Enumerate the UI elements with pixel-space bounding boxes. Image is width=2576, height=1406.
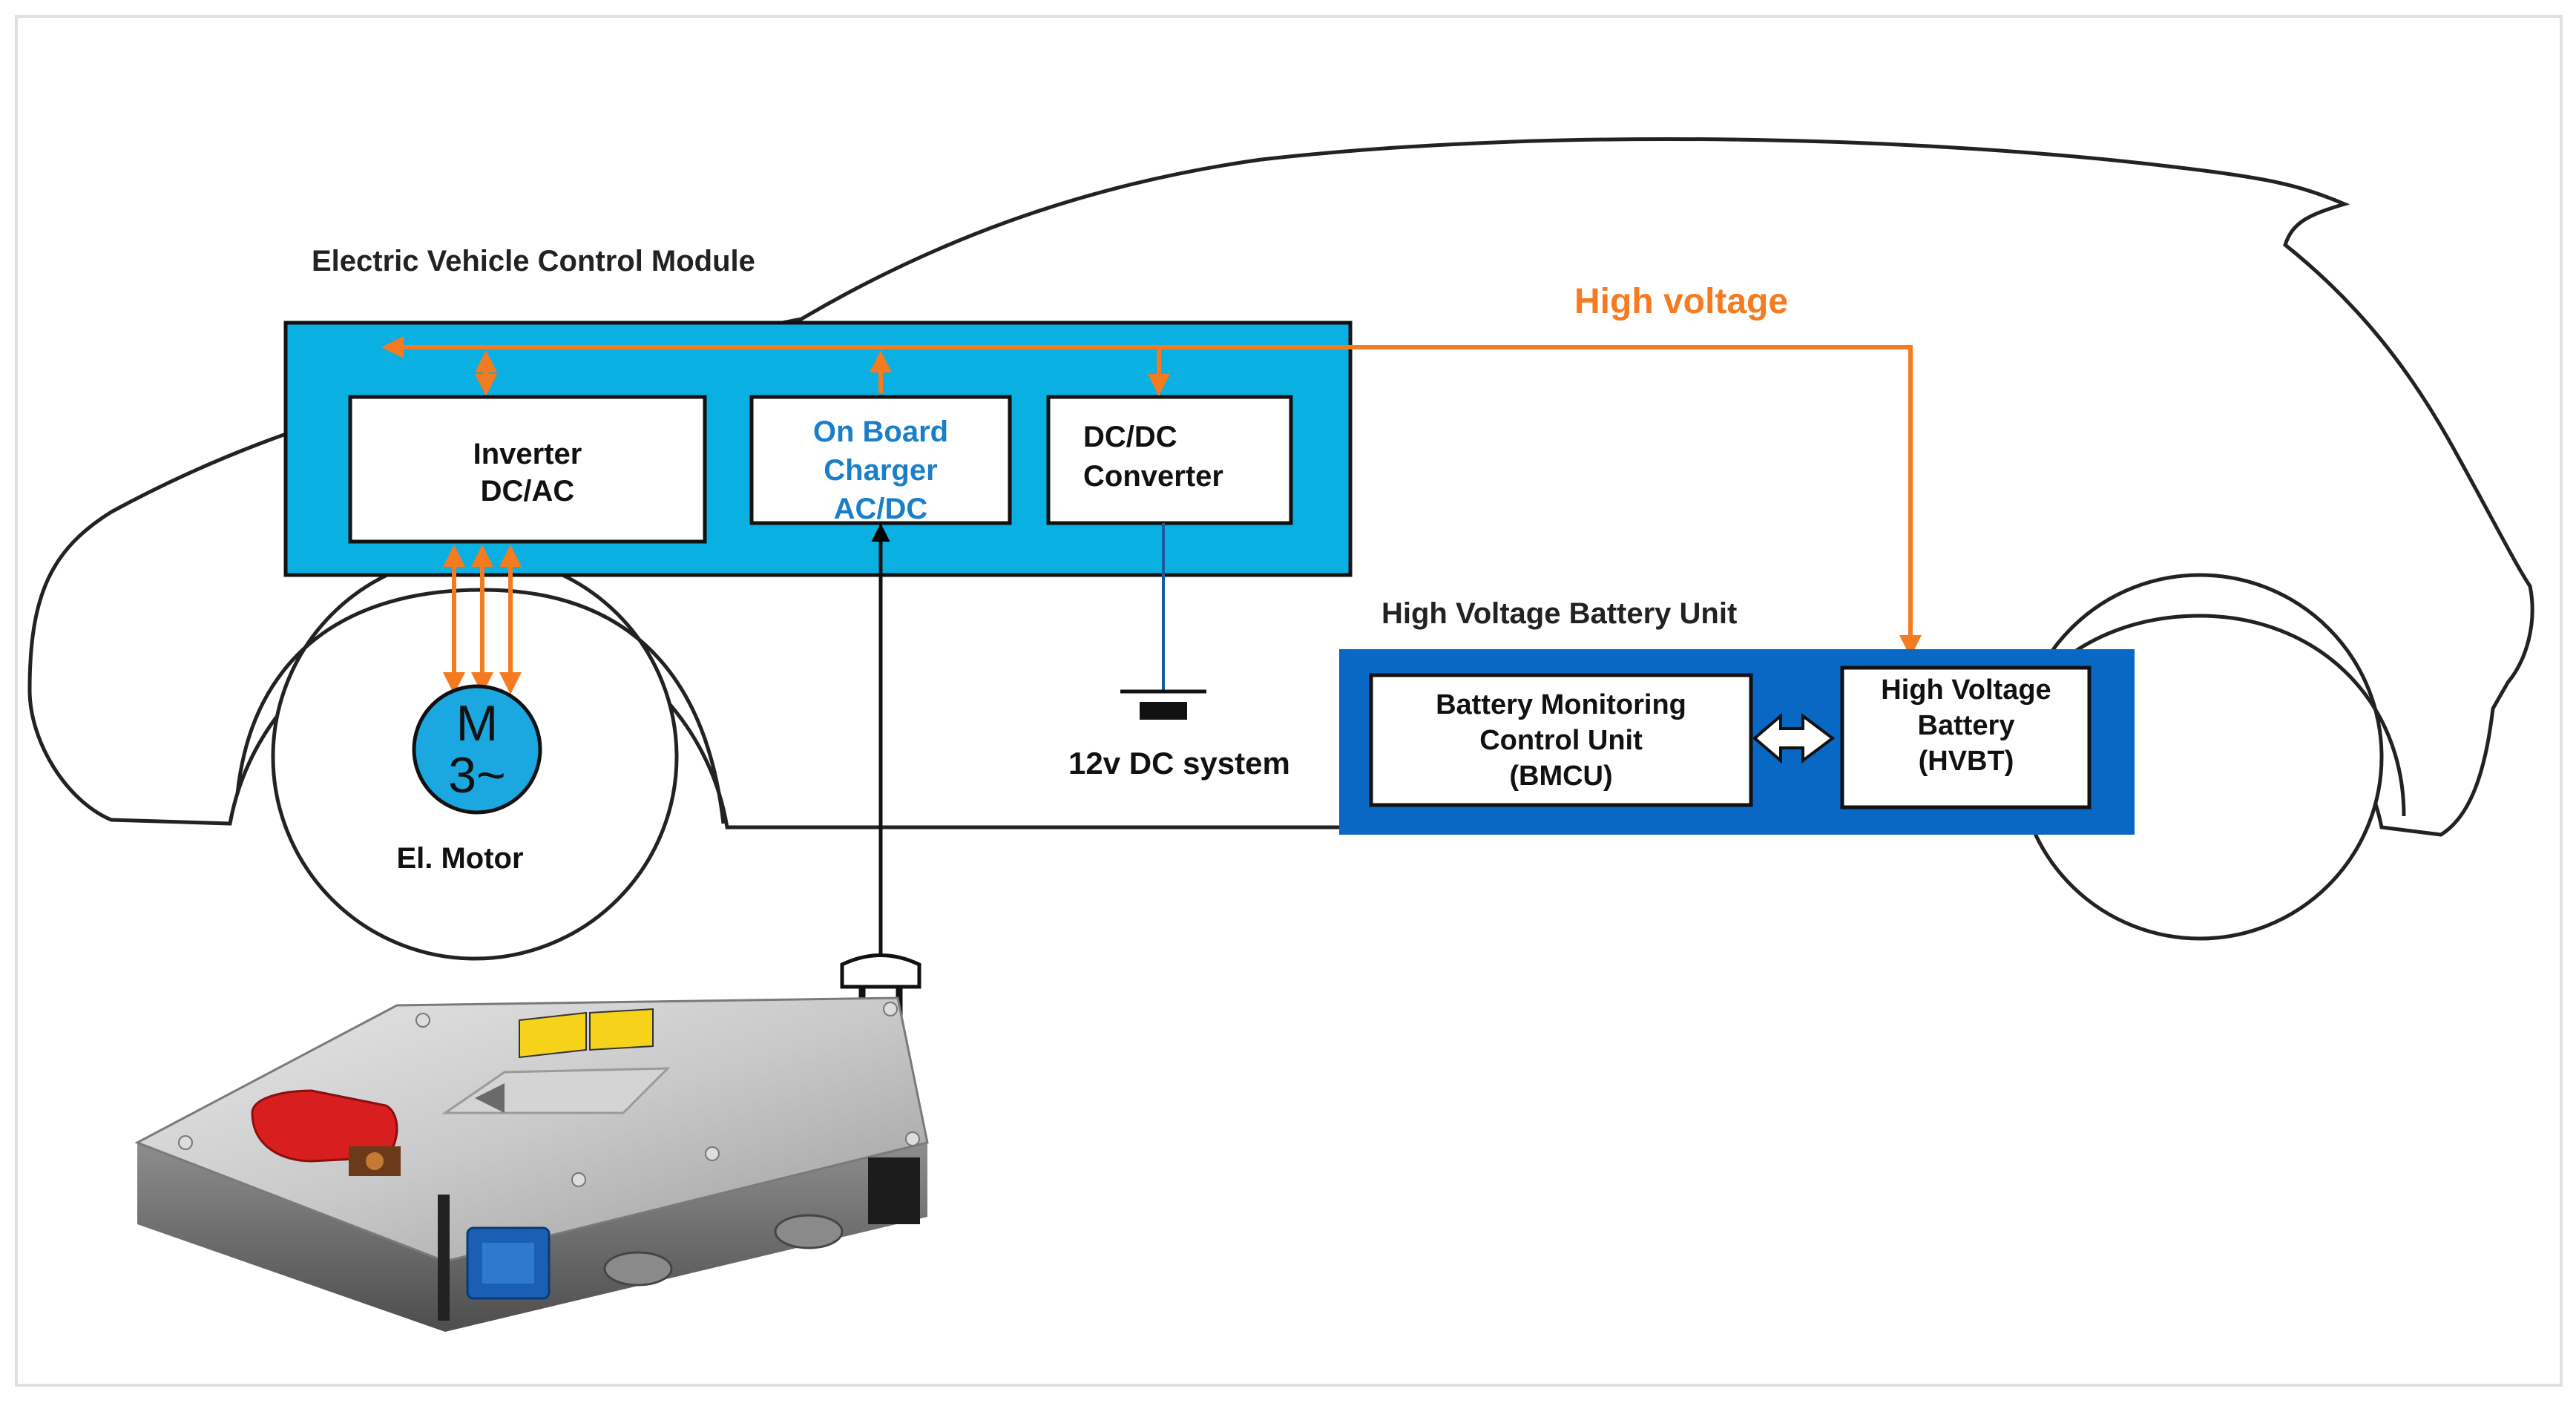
- motor-symbol-top: M: [456, 695, 499, 752]
- bmcu-box: [1369, 673, 1753, 807]
- ground-battery-symbol: [1120, 689, 1206, 720]
- dcdc-line2: Converter: [1083, 460, 1223, 493]
- hvbt-line1: High Voltage: [1881, 674, 2051, 706]
- inverter-line2: DC/AC: [481, 475, 575, 507]
- image-frame: [15, 15, 2563, 1387]
- bmcu-line3: (BMCU): [1509, 761, 1612, 792]
- hv-bus-line: [381, 336, 1922, 657]
- hvbt-line2: Battery: [1918, 710, 2015, 741]
- obc-line3: AC/DC: [834, 493, 928, 525]
- dc-system-label: 12v DC system: [1068, 746, 1290, 781]
- motor-symbol-bottom: 3~: [448, 747, 506, 804]
- high-voltage-label: High voltage: [1574, 282, 1788, 321]
- ecm-title: Electric Vehicle Control Module: [312, 245, 755, 277]
- motor-label: El. Motor: [396, 842, 523, 875]
- dcdc-line1: DC/DC: [1083, 421, 1177, 453]
- hvbt-line3: (HVBT): [1919, 746, 2014, 777]
- obc-line2: Charger: [824, 454, 937, 487]
- motor-circle: [412, 684, 542, 815]
- bmcu-line2: Control Unit: [1479, 725, 1643, 756]
- onboard-charger-hardware-image: [134, 996, 929, 1332]
- obc-line1: On Board: [813, 415, 948, 448]
- battery-unit-title: High Voltage Battery Unit: [1381, 597, 1737, 630]
- inverter-line1: Inverter: [473, 438, 582, 470]
- bmcu-hvbt-double-arrow: [1752, 712, 1836, 764]
- bmcu-line1: Battery Monitoring: [1436, 689, 1686, 720]
- hvbt-box: [1840, 666, 2092, 809]
